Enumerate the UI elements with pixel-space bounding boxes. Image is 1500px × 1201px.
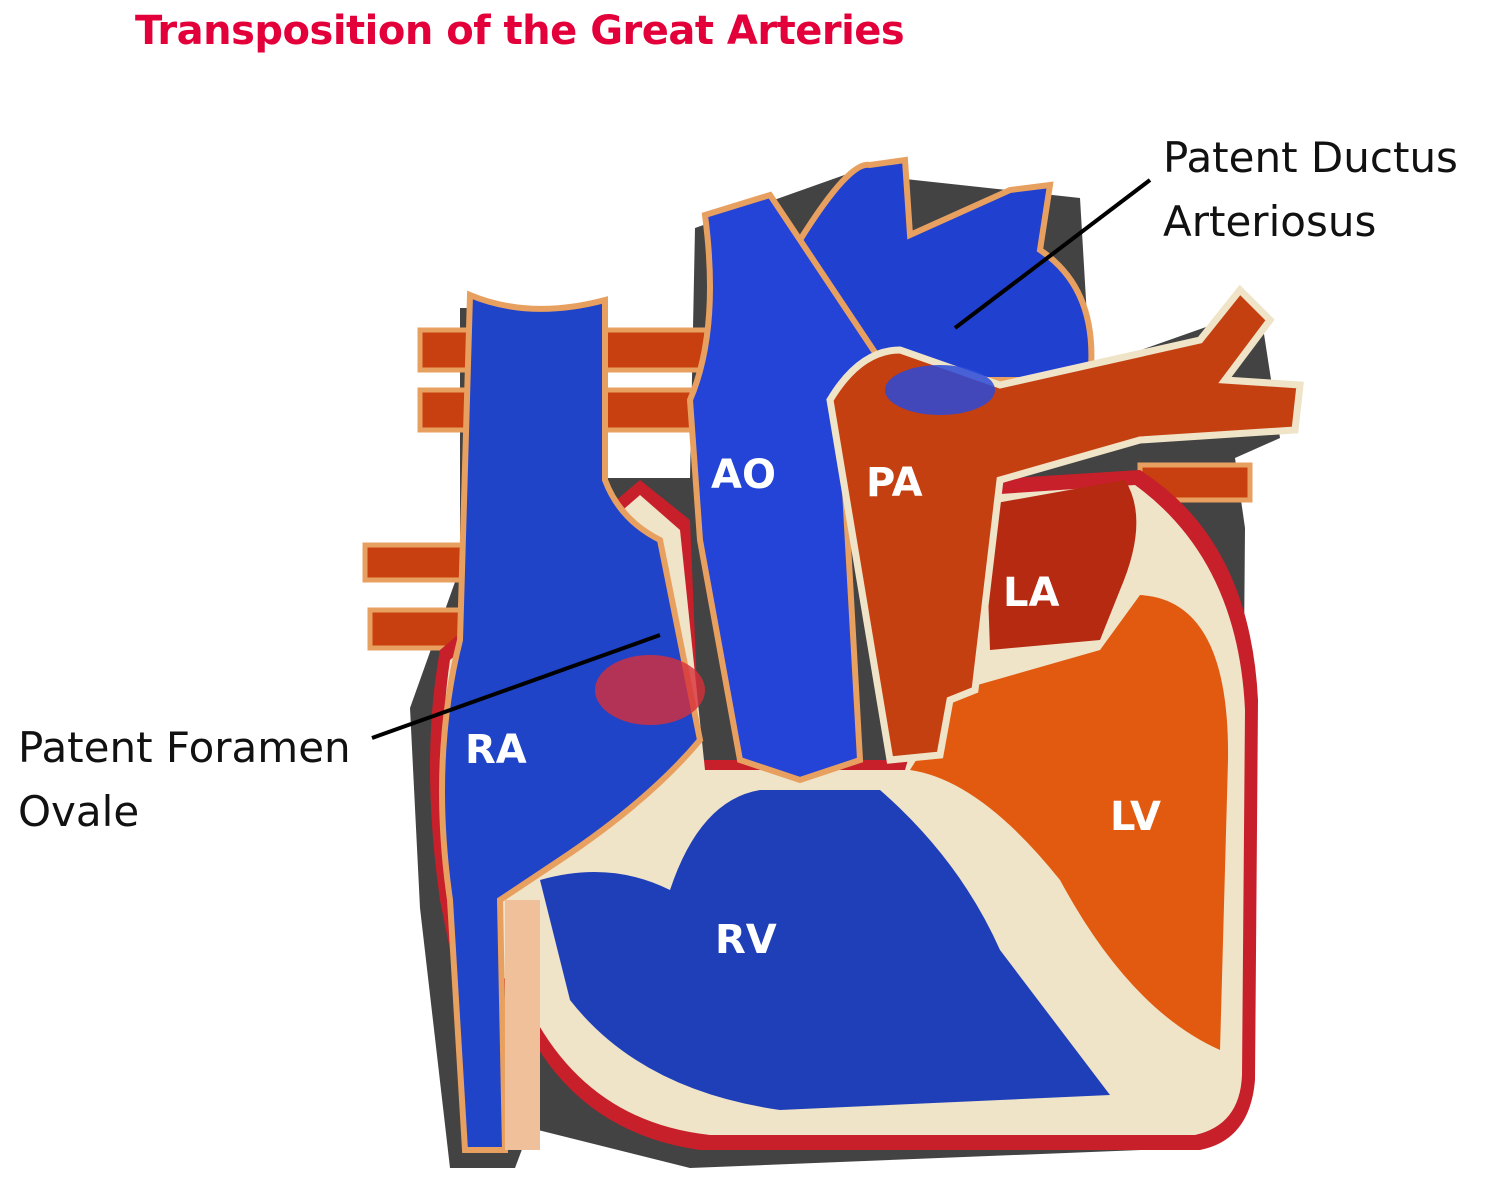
foramen-red-mixing [595, 655, 705, 725]
pfo-leader-line [371, 633, 661, 740]
right-atrium-vena-cava [439, 290, 704, 1153]
right-ventricle [540, 790, 1110, 1110]
callout-patent-foramen-ovale: Patent Foramen Ovale [18, 716, 351, 844]
label-pa: PA [866, 460, 923, 506]
callout-line: Patent Foramen [18, 723, 351, 772]
callout-patent-ductus-arteriosus: Patent Ductus Arteriosus [1163, 126, 1458, 254]
ivc-stub [505, 900, 540, 1150]
left-ventricle [910, 595, 1229, 1050]
pda-leader-line [953, 178, 1152, 330]
label-la: LA [1003, 570, 1059, 616]
label-ra: RA [465, 727, 527, 773]
diagram-title: Transposition of the Great Arteries [135, 8, 905, 54]
aortic-arch [796, 156, 1095, 383]
ductus-blue-mixing [885, 365, 995, 415]
callout-line: Patent Ductus [1163, 133, 1458, 182]
callout-line: Arteriosus [1163, 197, 1377, 246]
left-atrium [985, 480, 1137, 650]
callout-line: Ovale [18, 787, 140, 836]
label-lv: LV [1110, 794, 1161, 840]
label-ao: AO [711, 452, 776, 498]
label-rv: RV [715, 917, 777, 963]
